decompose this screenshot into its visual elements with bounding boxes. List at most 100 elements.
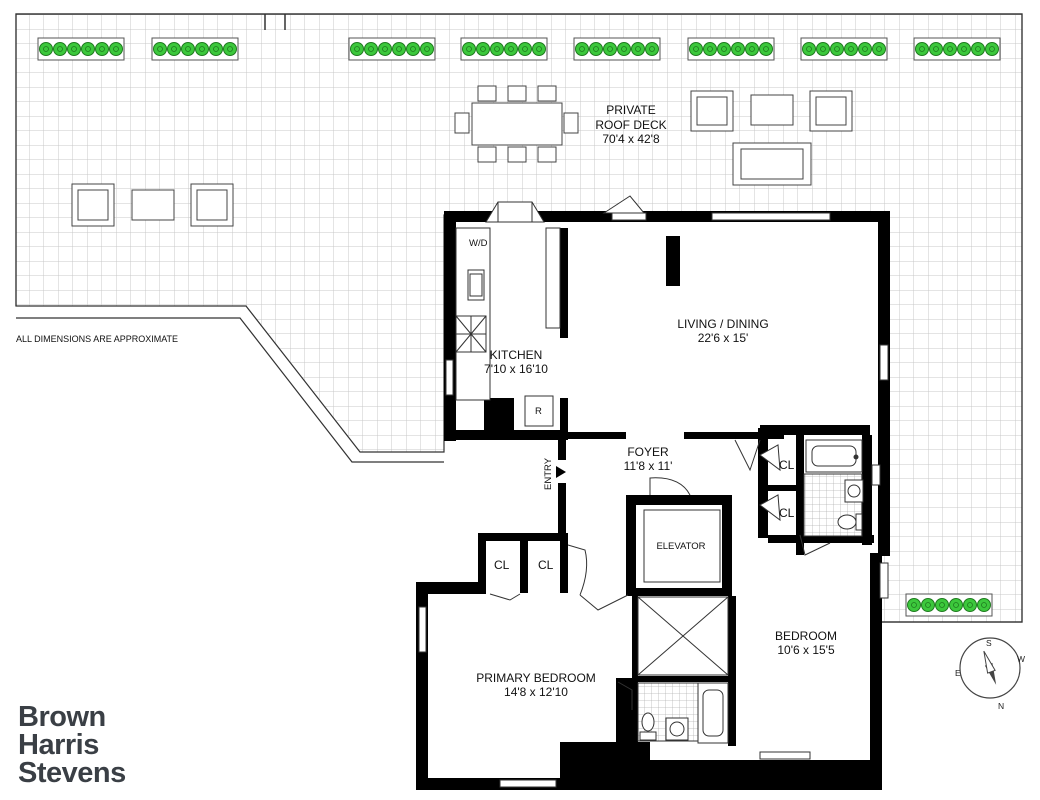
kitchen-dims: 7'10 x 16'10 (484, 362, 548, 376)
bath-fixtures (637, 439, 864, 744)
planter-shrub (406, 42, 420, 56)
planter-shrub (39, 42, 53, 56)
planter-shrub-center (99, 46, 105, 52)
deck-lounge-set-left (71, 183, 234, 227)
planter-shrub-center (925, 602, 931, 608)
planter-shrub-center (466, 46, 472, 52)
living-dims: 22'6 x 15' (698, 331, 749, 345)
planter-shrub (830, 42, 844, 56)
planter-shrub-center (354, 46, 360, 52)
planter-shrub (504, 42, 518, 56)
closet-label-2: CL (538, 558, 554, 572)
closet-label-3: CL (779, 458, 795, 472)
doors (489, 195, 831, 710)
planter-shrub (759, 42, 773, 56)
planter-shrub-center (876, 46, 882, 52)
planter-shrub-center (834, 46, 840, 52)
refrigerator-label: R (535, 406, 542, 417)
planter-shrub-center (113, 46, 119, 52)
planter-shrub (929, 42, 943, 56)
planter-shrub (844, 42, 858, 56)
planter-shrub-center (820, 46, 826, 52)
planter-shrub-center (989, 46, 995, 52)
planter-shrub (949, 598, 963, 612)
planter-shrub (364, 42, 378, 56)
kitchen-name: KITCHEN (490, 348, 543, 362)
planter-shrub-center (536, 46, 542, 52)
living-name: LIVING / DINING (677, 317, 768, 331)
planter-shrub (476, 42, 490, 56)
planter-shrub (907, 598, 921, 612)
planter-shrub-center (171, 46, 177, 52)
planter-shrub (802, 42, 816, 56)
brand-line3: Stevens (18, 757, 126, 789)
planter-shrub (977, 598, 991, 612)
planter-shrub (181, 42, 195, 56)
planter-shrub-center (939, 602, 945, 608)
planter-shrub-center (227, 46, 233, 52)
planter-shrub (858, 42, 872, 56)
planter-shrub (963, 598, 977, 612)
planter-shrub (689, 42, 703, 56)
foyer-name: FOYER (627, 445, 669, 459)
planter-shrub (153, 42, 167, 56)
planter-shrub (53, 42, 67, 56)
planter-shrub (915, 42, 929, 56)
planter-shrub (985, 42, 999, 56)
planter-shrub-center (806, 46, 812, 52)
planter-shrub-center (213, 46, 219, 52)
brand-line2: Harris (18, 729, 99, 761)
planter-shrub-center (721, 46, 727, 52)
planter-shrub (195, 42, 209, 56)
kitchen-bay-window (485, 201, 545, 223)
brand-line1: Brown (18, 701, 106, 733)
planter-shrub-center (43, 46, 49, 52)
windows (418, 212, 889, 788)
closet-label-1: CL (494, 558, 510, 572)
compass-n: N (998, 701, 1004, 711)
planter-shrub (167, 42, 181, 56)
planter-shrub (971, 42, 985, 56)
planter-shrub (95, 42, 109, 56)
planter-shrub (532, 42, 546, 56)
planter-shrub (745, 42, 759, 56)
planter-shrub-center (71, 46, 77, 52)
planter-shrub-center (862, 46, 868, 52)
planter-shrub-center (848, 46, 854, 52)
planter-shrub-center (494, 46, 500, 52)
planter-shrub (935, 598, 949, 612)
planter-shrub (420, 42, 434, 56)
planter-shrub (209, 42, 223, 56)
planter-shrub (816, 42, 830, 56)
compass: S W E N (955, 637, 1025, 711)
deck-dining-set (454, 85, 579, 163)
planter-shrub (703, 42, 717, 56)
planter-shrub (631, 42, 645, 56)
planter-shrub-center (947, 46, 953, 52)
primary-bedroom-name: PRIMARY BEDROOM (476, 671, 596, 685)
planter-shrub (490, 42, 504, 56)
planters (37, 37, 1001, 617)
primary-bedroom-dims: 14'8 x 12'10 (504, 685, 568, 699)
planter-shrub-center (975, 46, 981, 52)
planter-shrub-center (199, 46, 205, 52)
planter-shrub-center (185, 46, 191, 52)
planter-shrub-center (961, 46, 967, 52)
planter-shrub-center (967, 602, 973, 608)
elevator-label: ELEVATOR (656, 541, 705, 552)
planter-shrub (872, 42, 886, 56)
planter-shrub-center (368, 46, 374, 52)
planter-shrub-center (157, 46, 163, 52)
planter-shrub (717, 42, 731, 56)
planter-shrub-center (508, 46, 514, 52)
roof-deck-name-line2: ROOF DECK (595, 118, 666, 132)
planter-shrub (81, 42, 95, 56)
planter-shrub-center (382, 46, 388, 52)
planter-shrub (645, 42, 659, 56)
planter-shrub-center (981, 602, 987, 608)
compass-s: S (986, 638, 992, 648)
planter-shrub-center (749, 46, 755, 52)
labels: PRIVATE ROOF DECK 70'4 x 42'8 ALL DIMENS… (16, 103, 837, 699)
planter-shrub (109, 42, 123, 56)
planter-shrub-center (707, 46, 713, 52)
